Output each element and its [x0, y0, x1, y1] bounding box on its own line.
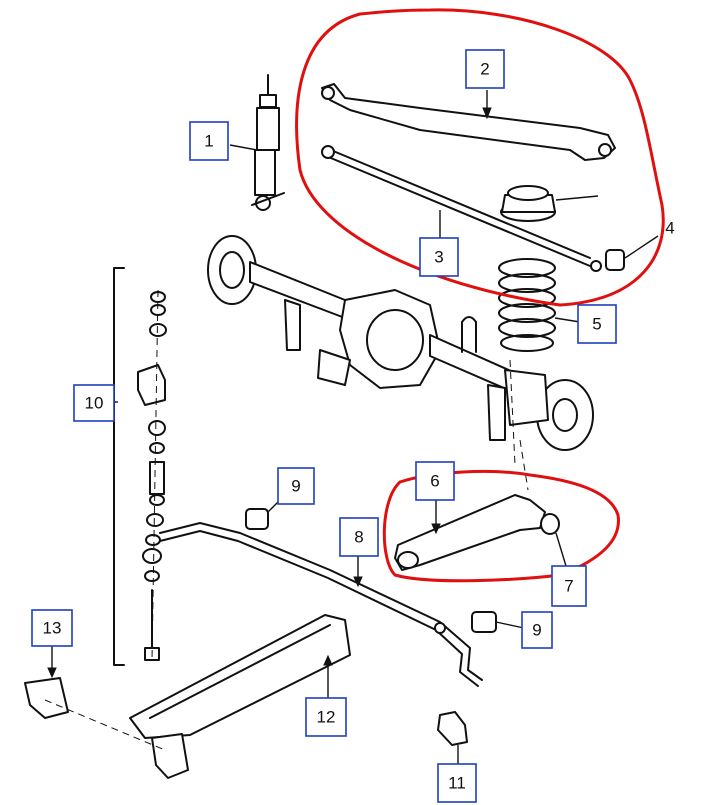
bushing-7 [540, 513, 567, 567]
assembly-line-arm [519, 439, 529, 491]
upper-control-arm [321, 83, 616, 161]
shock-absorber [229, 74, 285, 211]
callout-4-label: 4 [665, 219, 674, 238]
callout-9-upper: 9 [277, 467, 315, 505]
rear-axle-assembly [207, 235, 594, 451]
callout-9-lower-label: 9 [532, 621, 541, 640]
callout-10: 10 [73, 384, 115, 422]
callout-3-label: 3 [434, 248, 443, 267]
callout-12: 12 [305, 697, 347, 737]
callout-3: 3 [419, 237, 459, 277]
callout-11-label: 11 [448, 774, 466, 793]
callout-10-label: 10 [85, 394, 104, 413]
callout-2-label: 2 [480, 60, 489, 79]
callout-1: 1 [189, 121, 229, 161]
callout-8: 8 [339, 517, 379, 557]
frame-bracket [24, 645, 189, 779]
callout-6: 6 [415, 461, 455, 501]
stabilizer-link-kit [113, 267, 167, 666]
stabilizer-shaft [159, 522, 483, 687]
stabilizer-bushing-upper [245, 499, 281, 530]
bushing-4 [590, 235, 659, 272]
callout-9-upper-label: 9 [291, 477, 300, 496]
lower-control-arm [394, 490, 546, 571]
assembly-line-spring [509, 359, 516, 466]
coil-spring [498, 258, 581, 352]
callout-8-label: 8 [354, 528, 363, 547]
callout-1-label: 1 [204, 132, 213, 151]
red-markup-circle-upper [295, 8, 665, 307]
spring-insulator [500, 185, 599, 222]
track-bar-rod [321, 145, 591, 267]
stabilizer-bushing-lower [471, 611, 525, 633]
callout-12-label: 12 [317, 708, 336, 727]
callout-7: 7 [551, 565, 587, 607]
callout-13-label: 13 [43, 619, 62, 638]
callout-6-label: 6 [430, 472, 439, 491]
callout-2: 2 [465, 49, 505, 89]
callout-5: 5 [577, 304, 617, 344]
crossmember [129, 614, 351, 739]
callout-9-lower: 9 [521, 611, 553, 649]
callout-7-label: 7 [564, 577, 573, 596]
red-markup-circle-lower [382, 469, 620, 583]
callout-5-label: 5 [592, 315, 601, 334]
callout-4: 4 [665, 219, 674, 238]
callout-13: 13 [31, 609, 73, 647]
callout-11: 11 [437, 763, 477, 803]
stabilizer-bracket [437, 711, 468, 765]
